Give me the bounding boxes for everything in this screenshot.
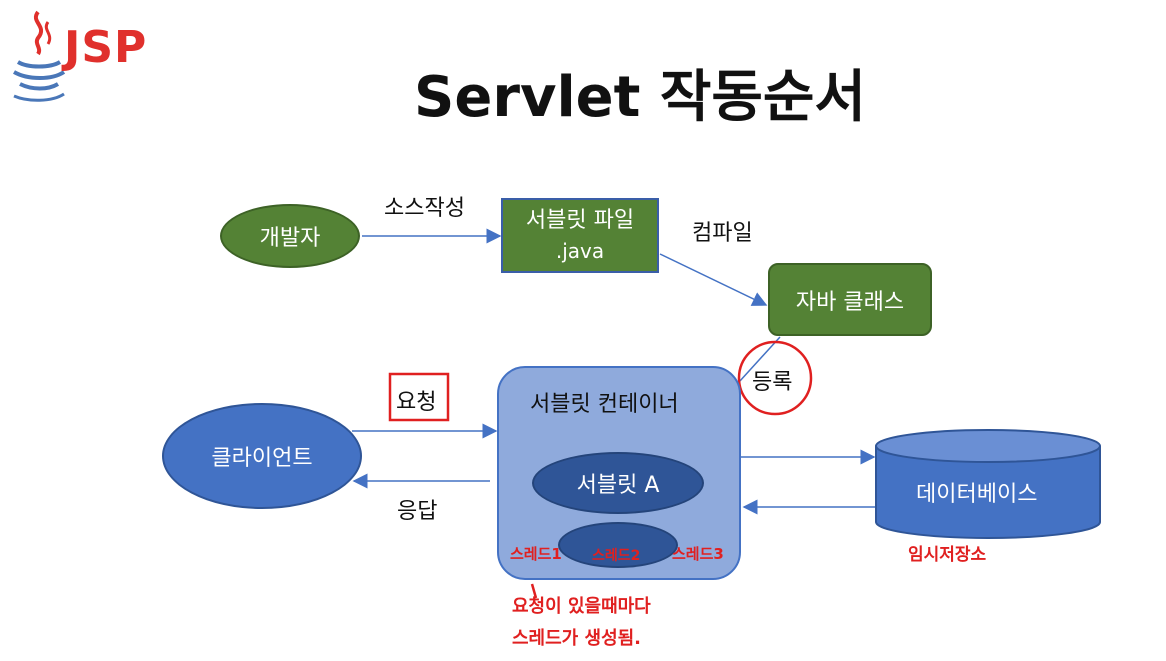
servlet-a-label: 서블릿 A [576, 473, 660, 498]
servlet-file-label: 서블릿 파일 [525, 207, 635, 233]
logo-text: JSP [64, 22, 148, 73]
database-label: 데이터베이스 [916, 482, 1038, 507]
annotation-note-line-1: 요청이 있을때마다 [512, 596, 651, 617]
servlet-file-node: 서블릿 파일 .java [501, 198, 659, 273]
annotation-thread-3: 스레드3 [672, 545, 724, 563]
thread-pool-node [558, 522, 678, 568]
servlet-container-label: 서블릿 컨테이너 [530, 392, 679, 417]
note-pointer-tick [530, 583, 538, 599]
annotation-thread-1: 스레드1 [510, 545, 562, 563]
annotation-thread-2: 스레드2 [592, 548, 641, 564]
edge-label-source-writing: 소스작성 [384, 196, 465, 221]
java-class-node: 자바 클래스 [768, 263, 932, 336]
servlet-a-node: 서블릿 A [532, 452, 704, 514]
edge-label-response: 응답 [397, 499, 438, 524]
developer-node: 개발자 [220, 204, 360, 268]
annotation-temp-storage: 임시저장소 [908, 545, 987, 565]
register-highlight-circle [737, 340, 813, 416]
java-coffee-cup-icon [13, 10, 66, 102]
request-highlight-box [388, 372, 450, 422]
client-node: 클라이언트 [162, 403, 362, 509]
page-title: Servlet 작동순서 [414, 65, 866, 130]
edge-label-compile: 컴파일 [692, 221, 753, 246]
edge-label-register: 등록 [752, 370, 793, 395]
java-class-label: 자바 클래스 [795, 289, 905, 315]
annotation-note-line-2: 스레드가 생성됨. [512, 628, 642, 649]
developer-label: 개발자 [259, 226, 321, 251]
edge-label-request: 요청 [396, 390, 437, 415]
servlet-file-ext-label: .java [555, 238, 605, 263]
arrow-file-to-class [659, 253, 768, 306]
client-label: 클라이언트 [211, 446, 313, 471]
